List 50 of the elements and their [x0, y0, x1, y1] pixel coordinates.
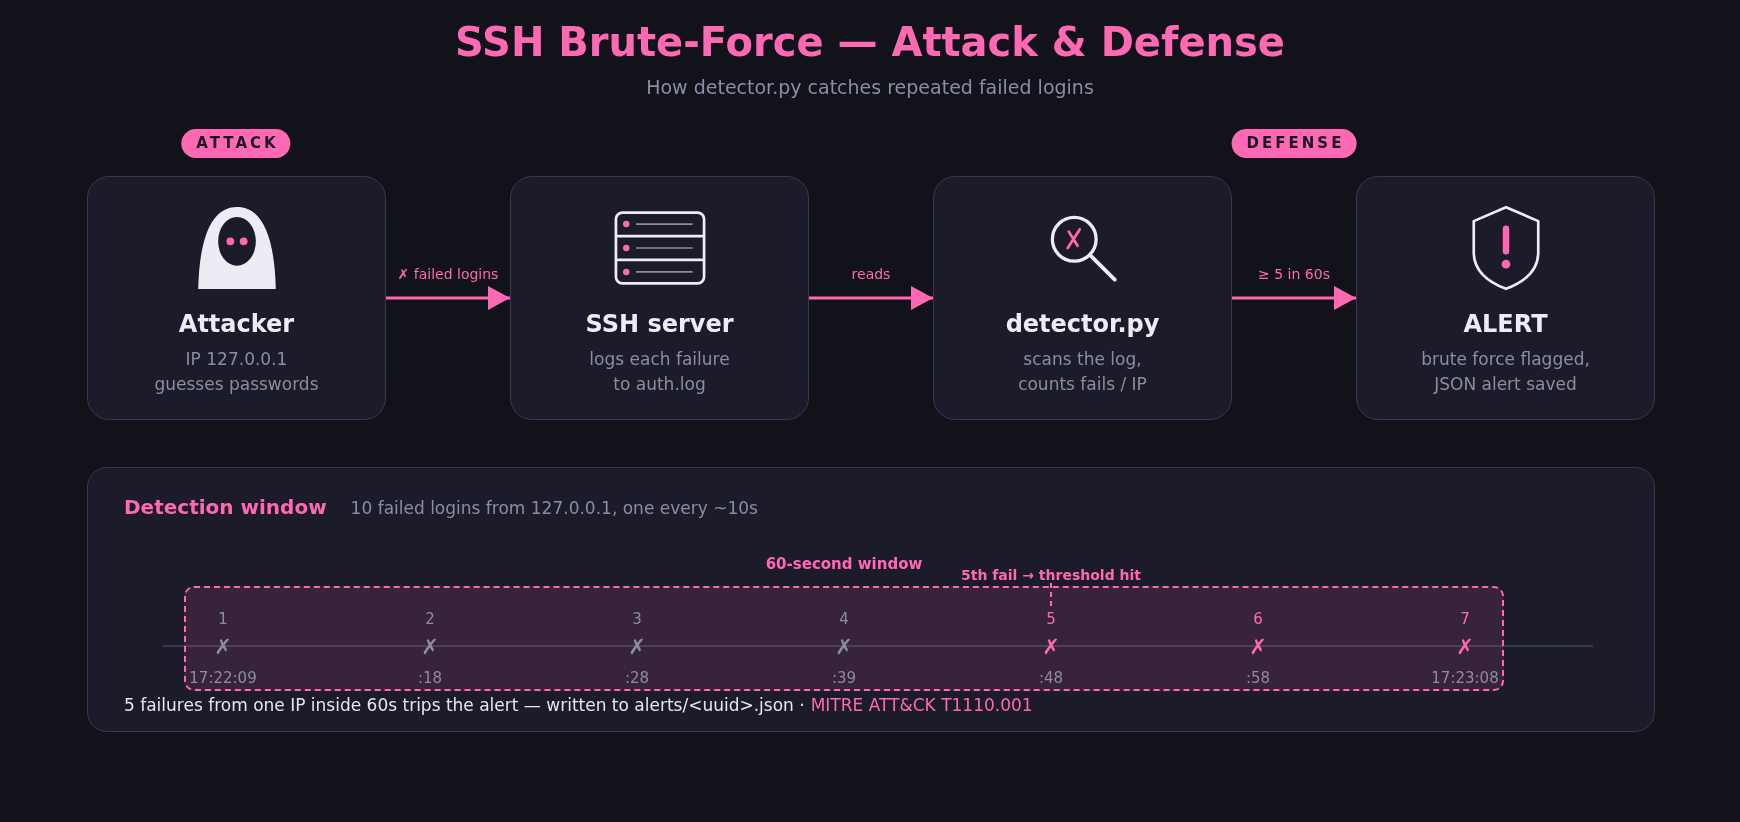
event-number: 4	[839, 610, 849, 628]
section-tag: ATTACK	[181, 129, 291, 158]
title: SSH Brute-Force — Attack & Defense	[455, 18, 1285, 66]
component-card	[87, 176, 386, 420]
event-time: :48	[1038, 669, 1064, 687]
reference-text: MITRE ATT&CK T1110.001	[810, 694, 1033, 716]
event-time: 17:22:09	[189, 669, 257, 687]
card-title: detector.py	[1005, 309, 1160, 339]
footnote-text: 5 failures from one IP inside 60s trips the alert — written to alerts/<uuid>.json ·	[124, 694, 805, 716]
event-number: 5	[1046, 610, 1056, 628]
event-number: 7	[1460, 610, 1470, 628]
event-number: 1	[218, 610, 228, 628]
fail-mark: ✗	[1249, 635, 1267, 659]
fail-mark: ✗	[214, 635, 232, 659]
component-card	[1356, 176, 1655, 420]
card-description: IP 127.0.0.1 guesses passwords	[153, 348, 320, 396]
event-number: 2	[425, 610, 435, 628]
card-title: ALERT	[1463, 309, 1548, 339]
card-description: brute force flagged, JSON alert saved	[1420, 348, 1591, 396]
fail-mark: ✗	[835, 635, 853, 659]
card-description: logs each failure to auth.log	[588, 348, 731, 396]
event-number: 3	[632, 610, 642, 628]
panel-heading: Detection window	[124, 494, 327, 520]
event-time: 17:23:08	[1431, 669, 1499, 687]
edge-label: ≥ 5 in 60s	[1258, 265, 1330, 283]
edge-label: reads	[851, 265, 891, 283]
fail-mark: ✗	[421, 635, 439, 659]
threshold-note: 5th fail → threshold hit	[961, 567, 1141, 583]
fail-mark: ✗	[628, 635, 646, 659]
card-title: Attacker	[178, 309, 295, 339]
arrow	[1232, 286, 1356, 310]
card-title: SSH server	[585, 309, 734, 339]
card-description: scans the log, counts fails / IP	[1017, 348, 1148, 396]
panel-subheading: 10 failed logins from 127.0.0.1, one every ~10s	[350, 497, 758, 519]
event-time: :18	[417, 669, 443, 687]
window-label: 60-second window	[765, 555, 923, 573]
event-time: :58	[1245, 669, 1271, 687]
arrow	[386, 286, 510, 310]
section-tag: DEFENSE	[1231, 129, 1357, 158]
component-card	[933, 176, 1232, 420]
event-time: :39	[831, 669, 857, 687]
fail-mark: ✗	[1456, 635, 1474, 659]
component-card	[510, 176, 809, 420]
subtitle: How detector.py catches repeated failed logins	[646, 75, 1094, 99]
fail-mark: ✗	[1042, 635, 1060, 659]
arrow	[809, 286, 933, 310]
event-time: :28	[624, 669, 650, 687]
timeline-panel	[87, 467, 1655, 732]
event-number: 6	[1253, 610, 1263, 628]
edge-label: ✗ failed logins	[397, 265, 499, 283]
